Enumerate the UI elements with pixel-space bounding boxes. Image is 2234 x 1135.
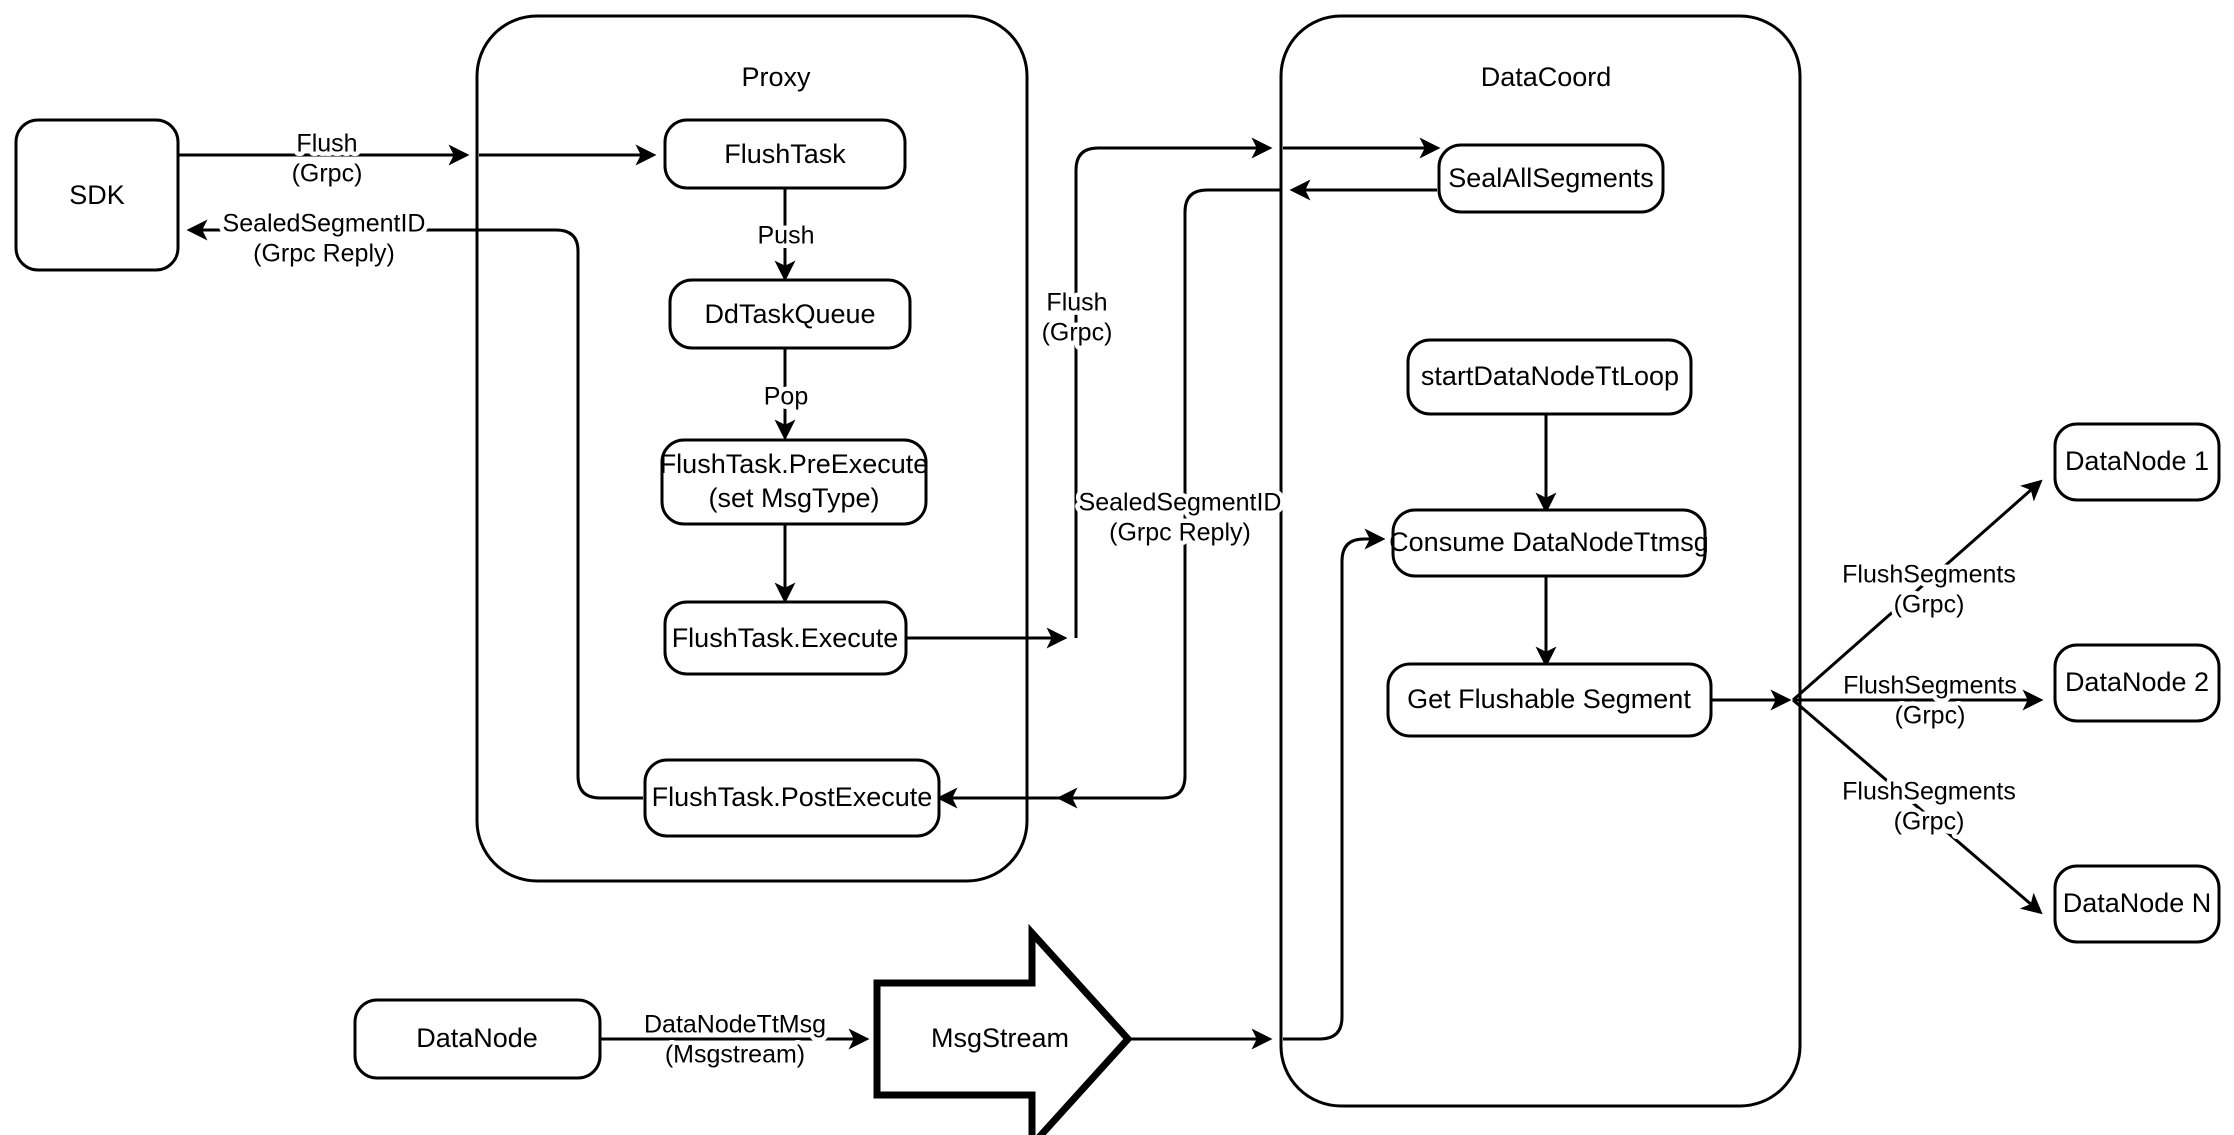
edge-postexecute-to-sdk [186, 219, 643, 800]
group-proxy-label: Proxy [741, 62, 811, 92]
node-flushtask-postexecute[interactable] [643, 758, 941, 838]
node-datanode-n-label: DataNode N [2063, 888, 2212, 918]
node-flushtask-preexecute[interactable] [660, 438, 928, 526]
node-flushtask-execute-label: FlushTask.Execute [672, 623, 899, 653]
edge-label-dc-sealedsegmentid-line1: SealedSegmentID [1079, 489, 1282, 517]
node-msgstream[interactable] [873, 923, 1133, 1135]
node-flushtask-preexecute-label-line2: (set MsgType) [708, 483, 879, 513]
node-datanode-1[interactable] [2053, 422, 2221, 502]
node-ddtaskqueue[interactable] [668, 278, 912, 350]
edge-label-proxy-flush-grpc-line1: Flush [1046, 289, 1107, 317]
edge-label-flush-grpc-line2: (Grpc) [292, 160, 363, 188]
node-flushtask-label: FlushTask [724, 139, 846, 169]
node-sealallsegments-label: SealAllSegments [1448, 163, 1654, 193]
node-consume-datanodettmsg[interactable] [1391, 508, 1707, 578]
edge-label-flushsegments-3-line1: FlushSegments [1842, 778, 2016, 806]
node-sealallsegments[interactable] [1437, 143, 1665, 214]
edge-label-flushsegments-1-line1: FlushSegments [1842, 561, 2016, 589]
edge-label-flushsegments-1-line2: (Grpc) [1894, 591, 1965, 619]
node-datanode-2-label: DataNode 2 [2065, 667, 2209, 697]
node-datanode-n[interactable] [2053, 864, 2221, 944]
edge-label-datanodettmsg-line1: DataNodeTtMsg [644, 1011, 826, 1039]
node-startdatanodettloop[interactable] [1406, 338, 1693, 416]
node-ddtaskqueue-label: DdTaskQueue [704, 299, 875, 329]
node-flushtask-preexecute-label-line1: FlushTask.PreExecute [660, 449, 929, 479]
node-sdk[interactable] [14, 118, 180, 272]
edge-label-proxy-flush-grpc-line2: (Grpc) [1042, 319, 1113, 347]
node-datanode-source[interactable] [353, 998, 602, 1080]
edge-label-flushsegments-2-line2: (Grpc) [1895, 702, 1966, 730]
node-datanode-2[interactable] [2053, 643, 2221, 723]
edge-label-sealedsegmentid-reply-line1: SealedSegmentID [223, 210, 426, 238]
edge-label-sealedsegmentid-reply-line2: (Grpc Reply) [253, 240, 395, 268]
edge-fanout-to-datanode1 [1792, 479, 2043, 702]
node-datanode-source-label: DataNode [416, 1023, 538, 1053]
edge-label-datanodettmsg-line2: (Msgstream) [665, 1041, 805, 1069]
group-datacoord-label: DataCoord [1481, 62, 1612, 92]
node-flushtask-execute[interactable] [663, 600, 908, 676]
edge-label-flush-grpc-line1: Flush [296, 130, 357, 158]
group-proxy [475, 14, 1029, 883]
node-flushtask-postexecute-label: FlushTask.PostExecute [652, 782, 933, 812]
edge-fanout-to-datanoden [1792, 698, 2043, 915]
edge-label-flushsegments-2-line1: FlushSegments [1843, 672, 2017, 700]
group-datacoord [1279, 14, 1802, 1108]
node-msgstream-label: MsgStream [931, 1023, 1069, 1053]
node-get-flushable-segment[interactable] [1386, 662, 1713, 738]
edge-label-flushsegments-3-line2: (Grpc) [1894, 808, 1965, 836]
edge-label-dc-sealedsegmentid-line2: (Grpc Reply) [1109, 519, 1251, 547]
edge-msgstream-rail-to-consume [1283, 528, 1386, 1041]
edge-label-push: Push [758, 222, 815, 250]
node-datanode-1-label: DataNode 1 [2065, 446, 2209, 476]
node-startdatanodettloop-label: startDataNodeTtLoop [1421, 361, 1679, 391]
node-flushtask[interactable] [663, 118, 907, 190]
node-sdk-label: SDK [69, 180, 125, 210]
edge-flush-rail-up [1074, 137, 1273, 638]
node-get-flushable-segment-label: Get Flushable Segment [1407, 684, 1691, 714]
edge-sealedsegment-rail-down [1056, 188, 1281, 809]
edge-label-pop: Pop [764, 383, 808, 411]
node-consume-datanodettmsg-label: Consume DataNodeTtmsg [1389, 527, 1709, 557]
